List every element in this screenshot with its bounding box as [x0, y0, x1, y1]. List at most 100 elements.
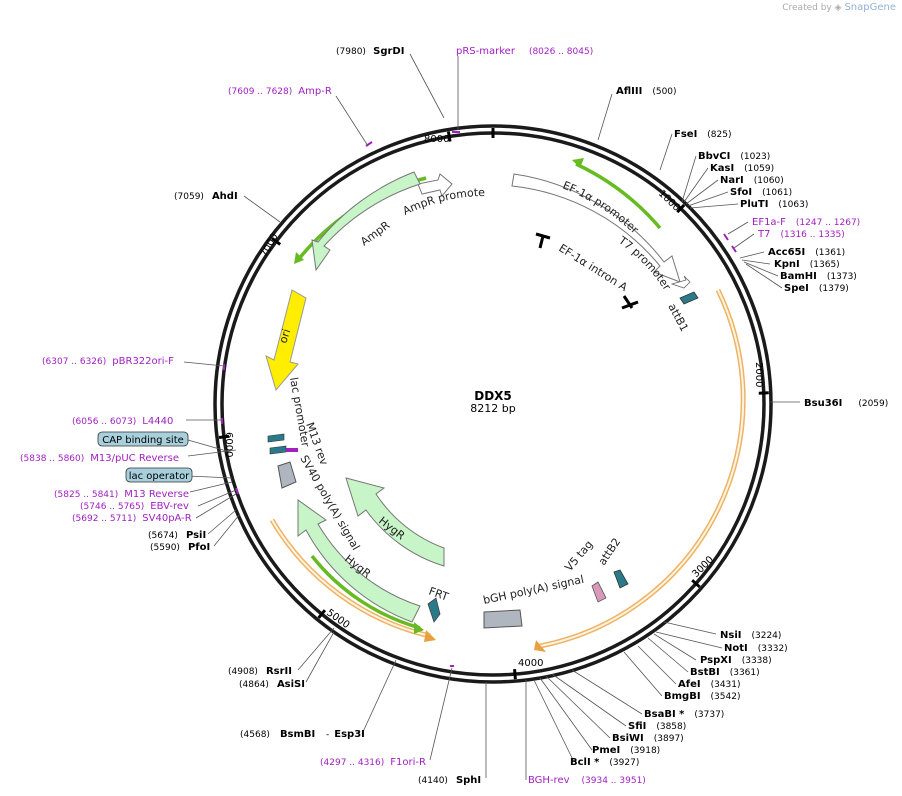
primer-label-f1ori-r: (4297 .. 4316)F1ori-R — [320, 757, 426, 768]
orf-arc-hygr-green-arrow — [414, 622, 424, 634]
orf-arc-ef1a-arrow — [572, 158, 584, 168]
enzyme-label-pfoi: (5590)PfoI — [150, 542, 210, 553]
bgh-polya-box — [483, 609, 523, 629]
tick-label: 7000 — [259, 232, 281, 260]
orf-arc-ampr-arrow — [294, 252, 304, 264]
enzyme-label-ahdi: (7059)AhdI — [174, 191, 238, 202]
lac-operator-box — [125, 467, 193, 483]
primer-label-prs-marker: pRS-marker(8026 .. 8045) — [456, 46, 593, 57]
primer-label-pbr322ori-f: (6307 .. 6326)pBR322ori-F — [42, 356, 174, 367]
enzyme-label-acc65i: Acc65I(1361) — [768, 247, 845, 258]
leader-lines — [183, 53, 800, 780]
primer-label-m13-reverse: (5825 .. 5841)M13 Reverse — [54, 489, 189, 500]
enzyme-label-bstbi: BstBI(3361) — [690, 667, 760, 678]
enzyme-label-sgrdi: (7980) SgrDI — [336, 46, 404, 57]
enzyme-label-sfoi: SfoI(1061) — [730, 187, 792, 198]
bp-tick — [513, 669, 517, 680]
ampr-arrow — [311, 171, 421, 272]
plasmid-name: DDX5 — [474, 389, 512, 403]
tick-label: 2000 — [753, 362, 764, 387]
boxed-feature-labels: CAP binding site lac operator — [97, 431, 193, 483]
enzyme-label-afliii: AflIII(500) — [616, 86, 677, 97]
enzyme-label-fsei: FseI(825) — [674, 129, 732, 140]
lac-operator-mark — [267, 433, 285, 443]
cap-site-mark — [269, 445, 287, 455]
tick-label: 6000 — [223, 432, 234, 457]
primer-label-m13-puc-reverse: (5838 .. 5860)M13/pUC Reverse — [20, 453, 179, 464]
tick-label: 4000 — [518, 658, 543, 669]
enzyme-label-sphi: (4140)SphI — [418, 775, 481, 786]
enzyme-label-bsiwi: BsiWI(3897) — [612, 733, 684, 744]
orf-arc-hygr-core — [271, 519, 431, 637]
enzyme-label-sfii: SfiI(3858) — [628, 721, 686, 732]
primer-mark-ef1a — [723, 233, 729, 241]
ampr-promoter-arrow — [417, 173, 453, 198]
enzyme-label-nsii: NsiI(3224) — [720, 630, 781, 641]
enzyme-label-spei: SpeI(1379) — [784, 283, 849, 294]
intron-marker-end — [621, 295, 639, 310]
primer-labels: pRS-marker(8026 .. 8045) (7609 .. 7628)A… — [20, 46, 860, 786]
primer-mark-sv40 — [235, 487, 239, 495]
orf-arc-ef1a — [575, 162, 662, 230]
orf-arc-hygr-green — [310, 554, 421, 630]
m13-rev-mark — [286, 448, 298, 452]
credit-prefix: Created by — [782, 3, 832, 13]
sv40-polya-label: SV40 poly(A) signal — [297, 453, 362, 553]
orf-arc-large-core — [539, 289, 745, 647]
ampr-label: AmpR — [358, 218, 393, 248]
primer-label-l4440: (6056 .. 6073)L4440 — [72, 416, 173, 427]
enzyme-label-asisi: (4864)AsiSI — [239, 679, 305, 690]
snapgene-credit: Created by ◈ SnapGene — [782, 2, 896, 13]
intron-marker-start — [535, 232, 551, 249]
v5-tag-label: V5 tag — [562, 538, 595, 574]
enzyme-label-pspxi: PspXI(3338) — [700, 655, 772, 666]
bp-tick — [691, 579, 701, 589]
enzyme-label-rsrii: (4908)RsrII — [228, 666, 292, 677]
hygr-arrow-inner — [345, 477, 445, 567]
enzyme-label-psii: (5674)PsiI — [148, 530, 206, 541]
primer-label-ebv-rev: (5746 .. 5765)EBV-rev — [80, 501, 189, 512]
attb1-label: attB1 — [665, 301, 691, 334]
ef1a-promoter-label: EF-1α promoter — [561, 179, 641, 237]
bgh-polya-label: bGH poly(A) signal — [482, 573, 585, 607]
cap-binding-site-box — [97, 431, 189, 447]
enzyme-label-bsmbi: (4568)BsmBI — [240, 729, 315, 740]
enzyme-label-bcli: BclI *(3927) — [570, 757, 639, 768]
primer-mark-t7 — [731, 245, 737, 253]
orf-arc-hygr-arrow — [424, 630, 436, 642]
enzyme-label-nari: NarI(1060) — [720, 175, 784, 186]
enzyme-label-esp3i: -Esp3I — [326, 729, 365, 740]
enzyme-label-noti: NotI(3332) — [724, 643, 788, 654]
hygr-arrow-outer — [297, 499, 421, 623]
lac-operator-label: lac operator — [129, 471, 190, 482]
primer-label-bgh-rev: BGH-rev(3934 .. 3951) — [528, 775, 646, 786]
ori-label: ori — [276, 327, 293, 345]
plasmid-length: 8212 bp — [470, 402, 515, 415]
v5-tag-arrow — [591, 581, 607, 603]
primer-mark-ampr — [365, 141, 373, 147]
snapgene-logo-icon: ◈ — [834, 3, 842, 13]
attb2-arrow — [613, 569, 629, 589]
bp-tick — [271, 237, 282, 246]
t7-promoter-arrow — [670, 275, 691, 289]
ef1a-intron-label: EF-1α intron A — [556, 242, 630, 295]
ori-arrow — [265, 289, 307, 392]
bp-tick — [218, 434, 230, 439]
primer-label-sv40pa-r: (5692 .. 5711)SV40pA-R — [72, 513, 192, 524]
tick-label: 8000 — [424, 134, 449, 145]
primer-label-ef1a-f: EF1a-F(1247 .. 1267) — [752, 217, 860, 228]
frt-label: FRT — [427, 585, 450, 604]
attb1-arrow — [679, 291, 699, 305]
bp-tick-marks — [218, 128, 769, 680]
bp-tick — [446, 131, 452, 142]
enzyme-label-kpni: KpnI(1365) — [774, 259, 840, 270]
primer-label-t7: T7(1316 .. 1335) — [757, 229, 845, 240]
enzyme-label-afei: AfeI(3431) — [678, 679, 741, 690]
primer-label-amp-r: (7609 .. 7628)Amp-R — [228, 86, 332, 97]
enzyme-label-bsabi: BsaBI *(3737) — [644, 709, 724, 720]
frt-arrow — [427, 597, 441, 623]
enzyme-label-bamhi: BamHI(1373) — [780, 271, 857, 282]
enzyme-label-bsu36i: Bsu36I(2059) — [804, 398, 888, 409]
orf-arc-large-arrow — [534, 640, 546, 652]
